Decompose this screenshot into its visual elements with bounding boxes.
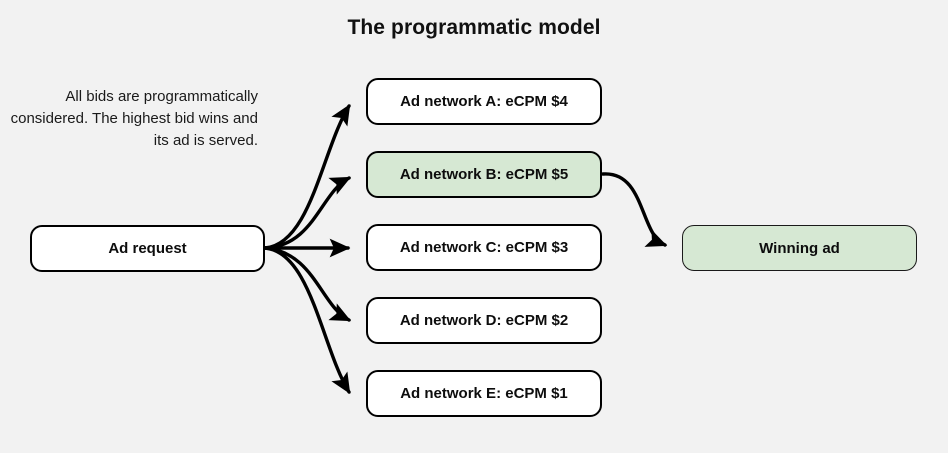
node-label: Ad network B: eCPM $5 <box>399 166 569 183</box>
edge-net-b-to-winning <box>601 172 668 247</box>
node-ad-network-d[interactable]: Ad network D: eCPM $2 <box>366 297 602 344</box>
edge-request-to-net-d <box>263 246 352 322</box>
node-ad-request[interactable]: Ad request <box>30 225 265 272</box>
node-ad-network-a[interactable]: Ad network A: eCPM $4 <box>366 78 602 125</box>
node-ad-network-c[interactable]: Ad network C: eCPM $3 <box>366 224 602 271</box>
edge-request-to-net-a <box>263 103 351 250</box>
edge-request-to-net-e <box>263 246 351 395</box>
node-winning-ad[interactable]: Winning ad <box>682 225 917 271</box>
description-text: All bids are programmatically considered… <box>10 88 258 149</box>
node-label: Ad network E: eCPM $1 <box>400 385 568 402</box>
node-label: Ad network D: eCPM $2 <box>399 312 569 329</box>
edge-request-to-net-b <box>263 176 352 250</box>
node-label: Ad network A: eCPM $4 <box>400 93 568 110</box>
node-label: Ad network C: eCPM $3 <box>399 239 569 256</box>
node-label: Ad request <box>108 240 187 257</box>
node-ad-network-b[interactable]: Ad network B: eCPM $5 <box>366 151 602 198</box>
page-title: The programmatic model <box>347 16 601 39</box>
node-label: Winning ad <box>759 239 840 257</box>
node-ad-network-e[interactable]: Ad network E: eCPM $1 <box>366 370 602 417</box>
